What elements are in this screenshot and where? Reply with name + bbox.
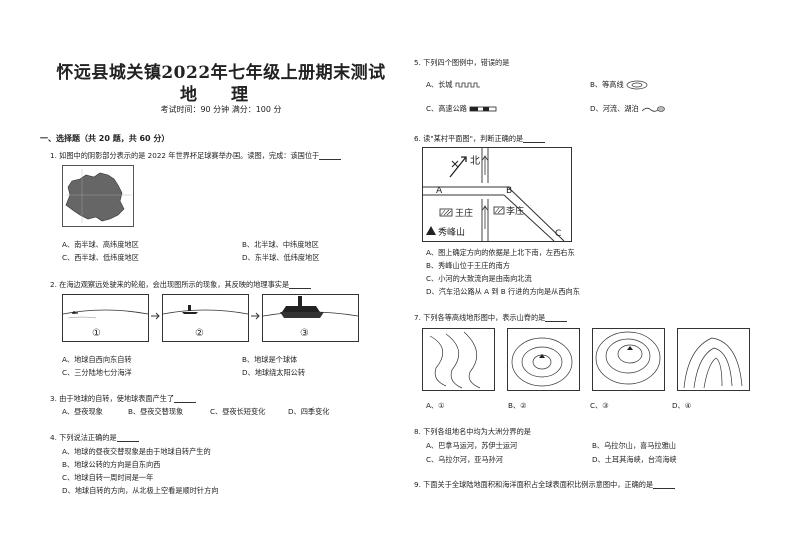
cross-icon xyxy=(451,160,459,168)
question-1-stem: 1. 如图中的阴影部分表示的是 2022 年世界杯足球赛举办国。读图，完成：该国… xyxy=(50,151,342,160)
q6-option-a[interactable]: A、图上确定方向的依据是上北下南，左西右东 xyxy=(426,248,575,257)
village-map: 北 A B C 王庄 李庄 秀峰山 xyxy=(422,147,572,242)
question-8-stem: 8. 下列各组地名中均为大洲分界的是 xyxy=(414,427,531,436)
q3-option-c[interactable]: C、昼夜长短变化 xyxy=(210,407,266,416)
answer-blank xyxy=(523,135,546,143)
q3-option-d[interactable]: D、四季变化 xyxy=(288,407,330,416)
map-north-label: 北 xyxy=(470,156,480,167)
question-5-stem: 5. 下列四个图例中，错误的是 xyxy=(414,58,510,67)
q8-option-a[interactable]: A、巴拿马运河，苏伊士运河 xyxy=(426,441,518,450)
q2-option-a[interactable]: A、地球自西向东自转 xyxy=(62,355,132,364)
question-2-stem: 2. 在海边观察远处驶来的轮船，会出现图所示的现象，其反映的地理事实是 xyxy=(50,280,312,289)
mountain-symbol-icon xyxy=(426,226,436,235)
answer-blank xyxy=(319,152,342,160)
ship-panel-3 xyxy=(262,294,359,342)
highway-symbol-icon xyxy=(469,106,497,112)
panel-label-2: ② xyxy=(195,328,204,339)
map-label-lizhuang: 李庄 xyxy=(506,207,525,217)
q1-option-c[interactable]: C、西半球、低纬度地区 xyxy=(62,253,139,262)
panel-label-3: ③ xyxy=(300,328,309,339)
question-6-stem: 6. 读"某村平面图"，判断正确的是 xyxy=(414,134,546,143)
question-3-stem: 3. 由于地球的自转，使地球表面产生了 xyxy=(50,394,197,403)
q8-option-d[interactable]: D、土耳其海峡，台湾海峡 xyxy=(592,455,677,464)
q1-option-d[interactable]: D、东半球、低纬度地区 xyxy=(242,253,320,262)
subject-title: 地 理 xyxy=(180,85,262,105)
map-point-c: C xyxy=(555,229,562,239)
section-heading: 一、选择题（共 20 题，共 60 分） xyxy=(40,134,170,143)
answer-blank xyxy=(545,314,568,322)
panel-label-1: ① xyxy=(92,328,101,339)
map-label-wangzhuang: 王庄 xyxy=(455,209,474,219)
village-symbol-wangzhuang xyxy=(439,208,453,217)
q1-option-a[interactable]: A、南半球、高纬度地区 xyxy=(62,240,139,249)
q4-option-a[interactable]: A、地球的昼夜交替现象是由于地球自转产生的 xyxy=(62,447,211,456)
q3-option-a[interactable]: A、昼夜现象 xyxy=(62,407,103,416)
q3-option-b[interactable]: B、昼夜交替现象 xyxy=(128,407,184,416)
answer-blank xyxy=(653,481,676,489)
arrow-icon xyxy=(151,312,160,320)
q2-option-c[interactable]: C、三分陆地七分海洋 xyxy=(62,368,132,377)
q7-option-c[interactable]: C、③ xyxy=(590,401,609,410)
contour-map-2 xyxy=(507,328,580,391)
question-7-text: 7. 下列各等高线地形图中，表示山脊的是 xyxy=(414,313,546,322)
q7-option-d[interactable]: D、④ xyxy=(672,401,692,410)
arrow-icon xyxy=(251,312,260,320)
question-4-stem: 4. 下列说法正确的是 xyxy=(50,433,139,442)
exam-info: 考试时间：90 分钟 满分：100 分 xyxy=(160,105,282,114)
question-6-text: 6. 读"某村平面图"，判断正确的是 xyxy=(414,134,524,143)
ship-panel-2 xyxy=(162,294,249,342)
q2-option-b[interactable]: B、地球是个球体 xyxy=(242,355,298,364)
river-flow-arrow-icon xyxy=(482,155,488,175)
q6-option-c[interactable]: C、小河的大致流向是由南向北流 xyxy=(426,274,532,283)
river-flow-arrow-icon xyxy=(482,205,488,229)
q2-ship-figure: ① ② ③ xyxy=(62,292,360,344)
q8-option-b[interactable]: B、乌拉尔山，喜马拉雅山 xyxy=(592,441,676,450)
answer-blank xyxy=(174,395,197,403)
village-symbol-lizhuang xyxy=(493,206,505,215)
question-1-text: 1. 如图中的阴影部分表示的是 2022 年世界杯足球赛举办国。读图，完成：该国… xyxy=(50,151,320,160)
q7-option-a[interactable]: A、① xyxy=(426,401,445,410)
q8-option-c[interactable]: C、乌拉尔河，亚马孙河 xyxy=(426,455,503,464)
answer-blank xyxy=(116,434,139,442)
river-lake-symbol-icon xyxy=(641,106,665,112)
exam-title: 怀远县城关镇2022年七年级上册期末测试 xyxy=(56,63,386,83)
q5-option-c-label: C、高速公路 xyxy=(426,104,467,113)
question-7-stem: 7. 下列各等高线地形图中，表示山脊的是 xyxy=(414,313,568,322)
q7-option-b[interactable]: B、② xyxy=(508,401,527,410)
question-4-text: 4. 下列说法正确的是 xyxy=(50,433,117,442)
great-wall-symbol-icon xyxy=(455,82,480,88)
q4-option-b[interactable]: B、地球公转的方向是自东向西 xyxy=(62,460,161,469)
q2-option-d[interactable]: D、地球绕太阳公转 xyxy=(242,368,306,377)
q5-option-d-label: D、河流、湖泊 xyxy=(590,104,639,113)
contour-map-3 xyxy=(592,328,665,391)
map-label-xiufengshan: 秀峰山 xyxy=(438,228,466,238)
q6-option-d[interactable]: D、汽车沿公路从 A 到 B 行进的方向是从西向东 xyxy=(426,287,580,296)
ship-panel-1 xyxy=(62,294,149,342)
q5-option-c[interactable]: C、高速公路 xyxy=(426,104,497,114)
question-9-text: 9. 下面关于全球陆地面积和海洋面积占全球表面积比例示意图中，正确的是 xyxy=(414,480,654,489)
q5-option-a[interactable]: A、长城 xyxy=(426,80,481,90)
answer-blank xyxy=(289,281,312,289)
contour-map-4 xyxy=(677,328,750,391)
q5-option-b-label: B、等高线 xyxy=(590,80,624,89)
q5-option-a-label: A、长城 xyxy=(426,80,453,89)
question-9-stem: 9. 下面关于全球陆地面积和海洋面积占全球表面积比例示意图中，正确的是 xyxy=(414,480,676,489)
q4-option-c[interactable]: C、地球自转一周时间是一年 xyxy=(62,473,154,482)
q5-option-b[interactable]: B、等高线 xyxy=(590,80,648,90)
q4-option-d[interactable]: D、地球自转的方向，从北极上空看是顺时针方向 xyxy=(62,486,219,495)
q1-option-b[interactable]: B、北半球、中纬度地区 xyxy=(242,240,319,249)
contour-line-symbol-icon xyxy=(626,80,648,90)
question-2-text: 2. 在海边观察远处驶来的轮船，会出现图所示的现象，其反映的地理事实是 xyxy=(50,280,290,289)
q1-country-map xyxy=(62,165,134,227)
contour-map-1 xyxy=(422,328,495,391)
country-map-graphic xyxy=(62,165,134,227)
q6-option-b[interactable]: B、秀峰山位于王庄的南方 xyxy=(426,261,510,270)
map-point-b: B xyxy=(506,186,513,196)
q5-option-d[interactable]: D、河流、湖泊 xyxy=(590,104,665,114)
question-3-text: 3. 由于地球的自转，使地球表面产生了 xyxy=(50,394,175,403)
contour-maps xyxy=(422,328,752,392)
map-point-a: A xyxy=(436,186,443,196)
